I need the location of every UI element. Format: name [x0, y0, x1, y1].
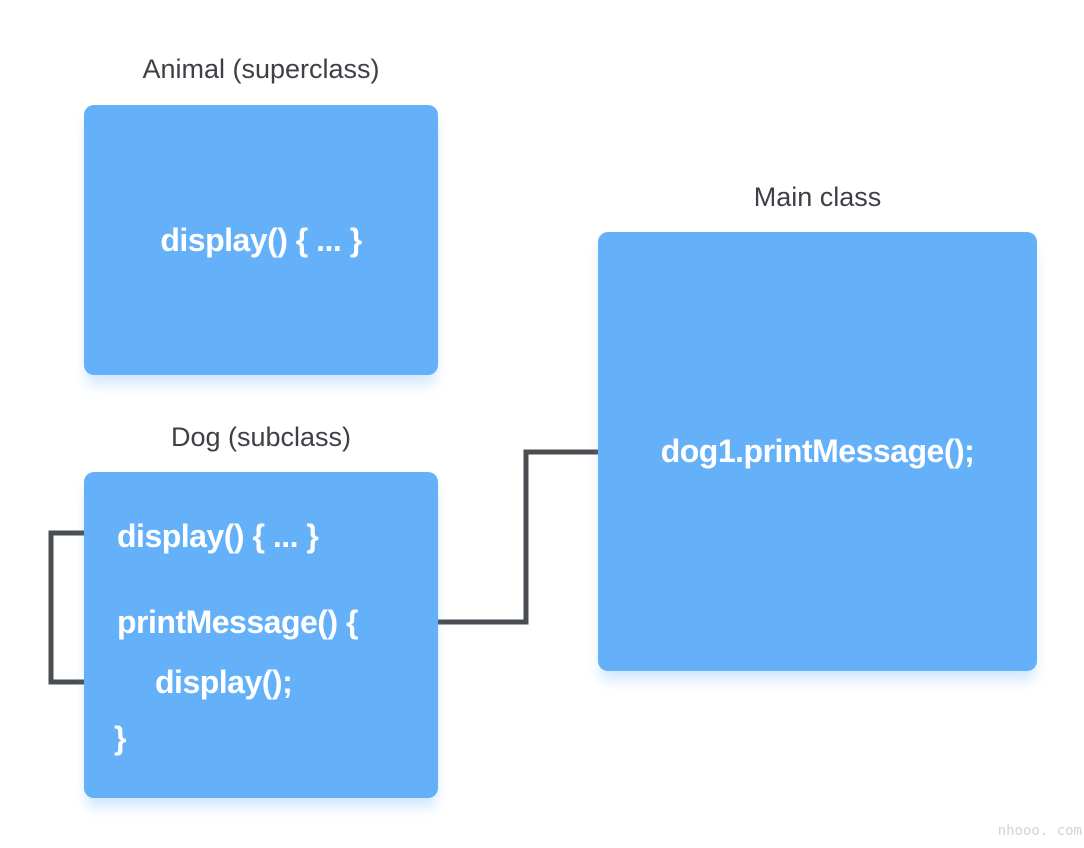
animal-superclass-label: Animal (superclass): [142, 54, 380, 84]
dog-subclass-label: Dog (subclass): [170, 422, 352, 452]
dog-display-call-text: display();: [155, 664, 293, 700]
watermark-text: nhooo. com: [997, 823, 1082, 839]
dog-subclass-box: display() { ... } printMessage() { displ…: [84, 472, 438, 798]
dog-printmessage-method-text: printMessage() {: [117, 604, 358, 640]
main-class-label: Main class: [753, 182, 882, 212]
animal-display-method-text: display() { ... }: [160, 221, 362, 258]
animal-superclass-box: display() { ... }: [84, 105, 438, 375]
dog-display-method-text: display() { ... }: [117, 518, 319, 554]
dog-closing-brace-text: }: [114, 720, 126, 756]
method-call-arrow: [410, 449, 608, 632]
main-class-box: dog1.printMessage();: [598, 232, 1037, 671]
main-call-statement-text: dog1.printMessage();: [660, 433, 975, 469]
